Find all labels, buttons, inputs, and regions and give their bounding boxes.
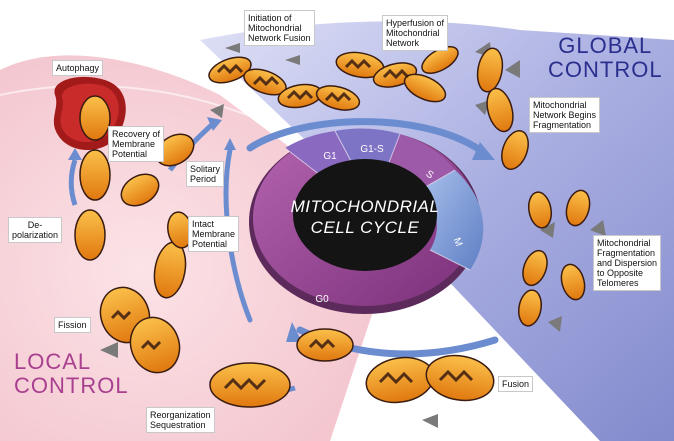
phase-m-segment: [420, 170, 484, 270]
label-fission: Fission: [54, 317, 91, 333]
label-fragmentation-dispersion: Mitochondrial Fragmentation and Dispersi…: [593, 235, 662, 291]
label-begins-fragmentation: Mitochondrial Network Begins Fragmentati…: [529, 97, 601, 133]
label-fusion: Fusion: [498, 376, 534, 392]
global-control-text: GLOBAL CONTROL: [548, 33, 663, 82]
phase-label-g1s: G1-S: [360, 144, 384, 155]
cycle-arrow-recovery: [68, 159, 78, 206]
phase-label-g0: G0: [315, 294, 329, 305]
label-recovery: Recovery of Membrane Potential: [108, 126, 165, 162]
label-initiation: Initiation of Mitochondrial Network Fusi…: [244, 10, 315, 46]
cell-cycle-ring: MITOCHONDRIAL CELL CYCLE G1 G1-S S M G0: [249, 128, 484, 314]
phase-g1s-segment: [335, 128, 400, 165]
phase-label-g1: G1: [323, 151, 337, 162]
label-hyperfusion: Hyperfusion of Mitochondrial Network: [382, 15, 449, 51]
center-line1: MITOCHONDRIAL: [291, 197, 440, 216]
phase-s-segment: [388, 134, 455, 190]
cycle-arrow-top: [246, 118, 484, 154]
local-control-text: LOCAL CONTROL: [14, 349, 129, 398]
global-control-title: GLOBAL CONTROL: [548, 34, 663, 82]
label-autophagy: Autophagy: [52, 60, 104, 76]
phase-g1-segment: [285, 131, 352, 175]
local-control-title: LOCAL CONTROL: [14, 350, 129, 398]
cycle-center: [293, 159, 437, 271]
mitochondria-cristae: [110, 58, 474, 391]
center-line2: CELL CYCLE: [311, 218, 420, 237]
label-depolarization: De- polarization: [8, 217, 63, 243]
mitochondria: [74, 46, 591, 408]
phase-label-m: M: [451, 236, 464, 248]
label-solitary: Solitary Period: [186, 161, 225, 187]
label-intact: Intact Membrane Potential: [188, 216, 240, 252]
label-reorganization: Reorganization Sequestration: [146, 407, 215, 433]
